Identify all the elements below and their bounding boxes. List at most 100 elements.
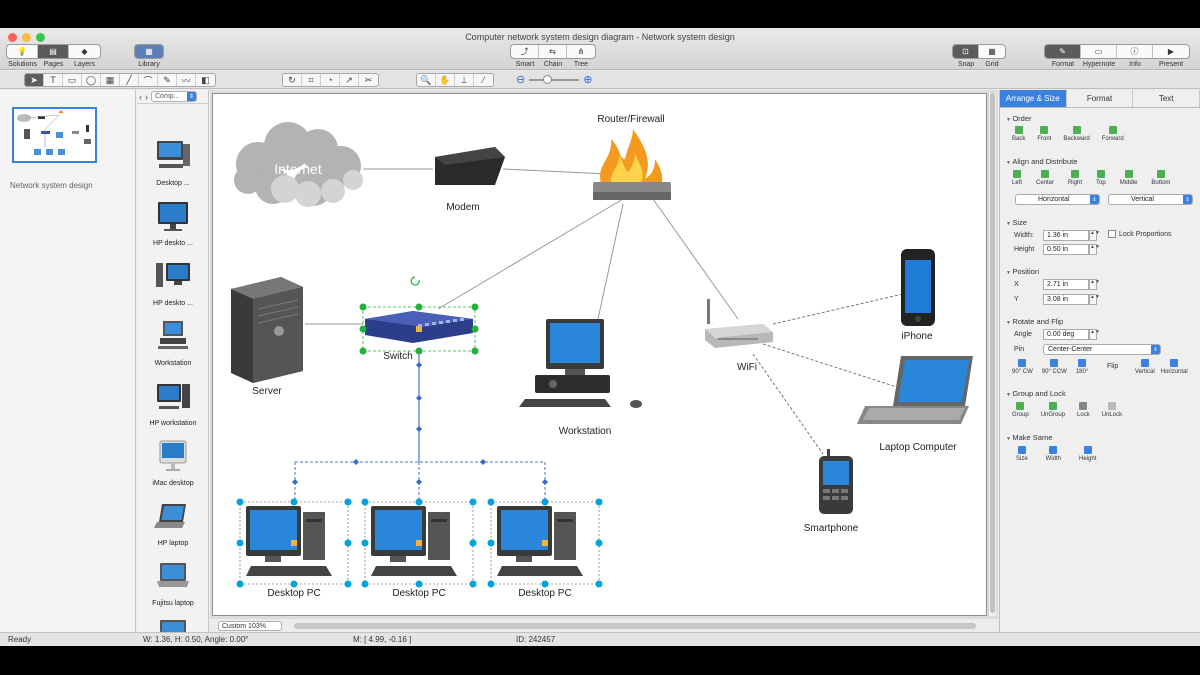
zoom-window-button[interactable] [36,33,45,42]
info-button[interactable]: Info [1129,61,1141,68]
drawing-page[interactable]: Internet Modem Router/Firewall [212,93,987,616]
library-button[interactable]: Library [138,61,160,68]
internet-cloud-icon[interactable] [234,122,363,207]
cut-connector-icon[interactable]: ✂ [364,74,373,85]
pin-select[interactable]: Center-Center⇕ [1043,344,1161,355]
arc-tool-icon[interactable]: ⌒ [139,74,158,86]
hypernote-icon[interactable]: ▭ [1081,45,1117,58]
rotate-section-title[interactable]: Rotate and Flip [1006,317,1063,326]
unlock-button[interactable]: UnLock [1102,402,1122,418]
tab-arrange-size[interactable]: Arrange & Size [1000,90,1067,107]
present-button[interactable]: Present [1158,61,1184,68]
group-section-title[interactable]: Group and Lock [1006,389,1065,398]
same-height-button[interactable]: Height [1079,446,1096,462]
rotate-180-button[interactable]: 180° [1076,359,1088,375]
workstation-icon[interactable] [519,319,642,408]
desktop-pc-icon[interactable] [371,506,457,576]
close-window-button[interactable] [8,33,17,42]
desktop-pc-icon[interactable] [246,506,332,576]
library-select[interactable]: Comp...⇕ [151,91,197,102]
tree-connector-icon[interactable]: ⋔ [577,47,585,56]
distribute-vertical-select[interactable]: Vertical⇕ [1108,194,1193,205]
router-firewall-icon[interactable] [593,129,671,200]
modem-icon[interactable] [435,147,505,185]
desktop-pc-icon[interactable] [497,506,583,576]
library-item[interactable]: Fujitsu laptop [137,558,209,607]
make-same-section-title[interactable]: Make Same [1006,433,1052,442]
lock-button[interactable]: Lock [1077,402,1090,418]
chain-connector-icon[interactable]: ⇆ [539,45,567,58]
backward-button[interactable]: Backward [1063,126,1090,142]
library-item[interactable]: HP deskto ... [137,258,209,307]
align-middle-button[interactable]: Middle [1120,170,1137,186]
height-input[interactable]: 0.50 in [1043,244,1089,255]
format-icon[interactable]: ✎ [1045,45,1081,58]
rotate-connector-icon[interactable]: ↻ [283,74,302,86]
height-stepper[interactable]: ▲▼ [1089,244,1100,255]
snap-icon[interactable]: ⊡ [953,45,979,58]
flip-vertical-button[interactable]: Vertical [1135,359,1155,375]
table-tool-icon[interactable]: ▦ [101,74,120,86]
library-item[interactable] [137,618,209,634]
chain-button[interactable]: Chain [543,61,563,68]
horizontal-scrollbar[interactable] [294,622,976,629]
rotate-90cw-button[interactable]: 90° CW [1012,359,1033,375]
smart-connector-tool-icon[interactable]: ⌗ [302,74,321,86]
hand-tool-icon[interactable]: ✋ [436,74,455,86]
page-name[interactable]: Network system design [10,181,93,190]
vertical-scroll-thumb[interactable] [990,93,995,613]
round-connector-icon[interactable]: ◔ [321,74,340,86]
forward-button[interactable]: Forward [1102,126,1124,142]
grid-button[interactable]: Grid [985,61,999,68]
hypernote-button[interactable]: Hypernote [1082,61,1116,68]
align-bottom-button[interactable]: Bottom [1151,170,1170,186]
solutions-icon[interactable]: 💡 [7,45,38,58]
distribute-horizontal-select[interactable]: Horizontal⇕ [1015,194,1100,205]
ungroup-button[interactable]: UnGroup [1041,402,1065,418]
zoom-tool-icon[interactable]: 🔍 [417,74,436,86]
angle-stepper[interactable]: ▲▼ [1089,329,1100,340]
x-input[interactable]: 2.71 in [1043,279,1089,290]
tab-text[interactable]: Text [1133,90,1200,107]
text-tool-icon[interactable]: T [44,74,63,86]
stamp-tool-icon[interactable]: ◧ [201,74,210,85]
library-item[interactable]: HP workstation [137,378,209,427]
align-center-button[interactable]: Center [1036,170,1054,186]
smart-connector-icon[interactable]: ⤴ [511,45,539,58]
align-section-title[interactable]: Align and Distribute [1006,157,1077,166]
rectangle-tool-icon[interactable]: ▭ [63,74,82,86]
zoom-slider[interactable]: ⊖ ⊕ [516,73,592,86]
pen-tool-icon[interactable]: ✎ [158,74,177,86]
library-item[interactable]: HP deskto ... [137,198,209,247]
tree-button[interactable]: Tree [573,61,589,68]
lock-proportions-checkbox[interactable] [1108,230,1116,238]
order-section-title[interactable]: Order [1006,114,1031,123]
pages-icon[interactable]: ▤ [38,45,69,58]
minimize-window-button[interactable] [22,33,31,42]
x-stepper[interactable]: ▲▼ [1089,279,1100,290]
width-stepper[interactable]: ▲▼ [1089,230,1100,241]
iphone-icon[interactable] [901,249,935,326]
line-tool-icon[interactable]: ╱ [120,74,139,86]
pages-button[interactable]: Pages [43,61,64,68]
format-button[interactable]: Format [1051,61,1075,68]
align-left-button[interactable]: Left [1012,170,1022,186]
arc-connector-icon[interactable]: ↗ [340,74,359,86]
library-item[interactable]: Workstation [137,318,209,367]
forward-icon[interactable]: › [145,91,148,102]
y-input[interactable]: 3.08 in [1043,294,1089,305]
info-icon[interactable]: ⓘ [1117,45,1153,58]
library-item[interactable]: HP laptop [137,498,209,547]
laptop-computer-icon[interactable] [857,356,973,424]
server-icon[interactable] [231,277,303,383]
size-section-title[interactable]: Size [1006,218,1027,227]
smart-button[interactable]: Smart [515,61,535,68]
grid-icon[interactable]: ▦ [988,47,996,56]
position-section-title[interactable]: Position [1006,267,1039,276]
present-icon[interactable]: ▶ [1167,47,1175,56]
library-item[interactable]: Desktop ... [137,138,209,187]
freehand-tool-icon[interactable]: 〰 [177,74,196,86]
back-icon[interactable]: ‹ [139,91,142,102]
width-input[interactable]: 1.36 in [1043,230,1089,241]
zoom-in-icon[interactable]: ⊕ [583,74,593,86]
